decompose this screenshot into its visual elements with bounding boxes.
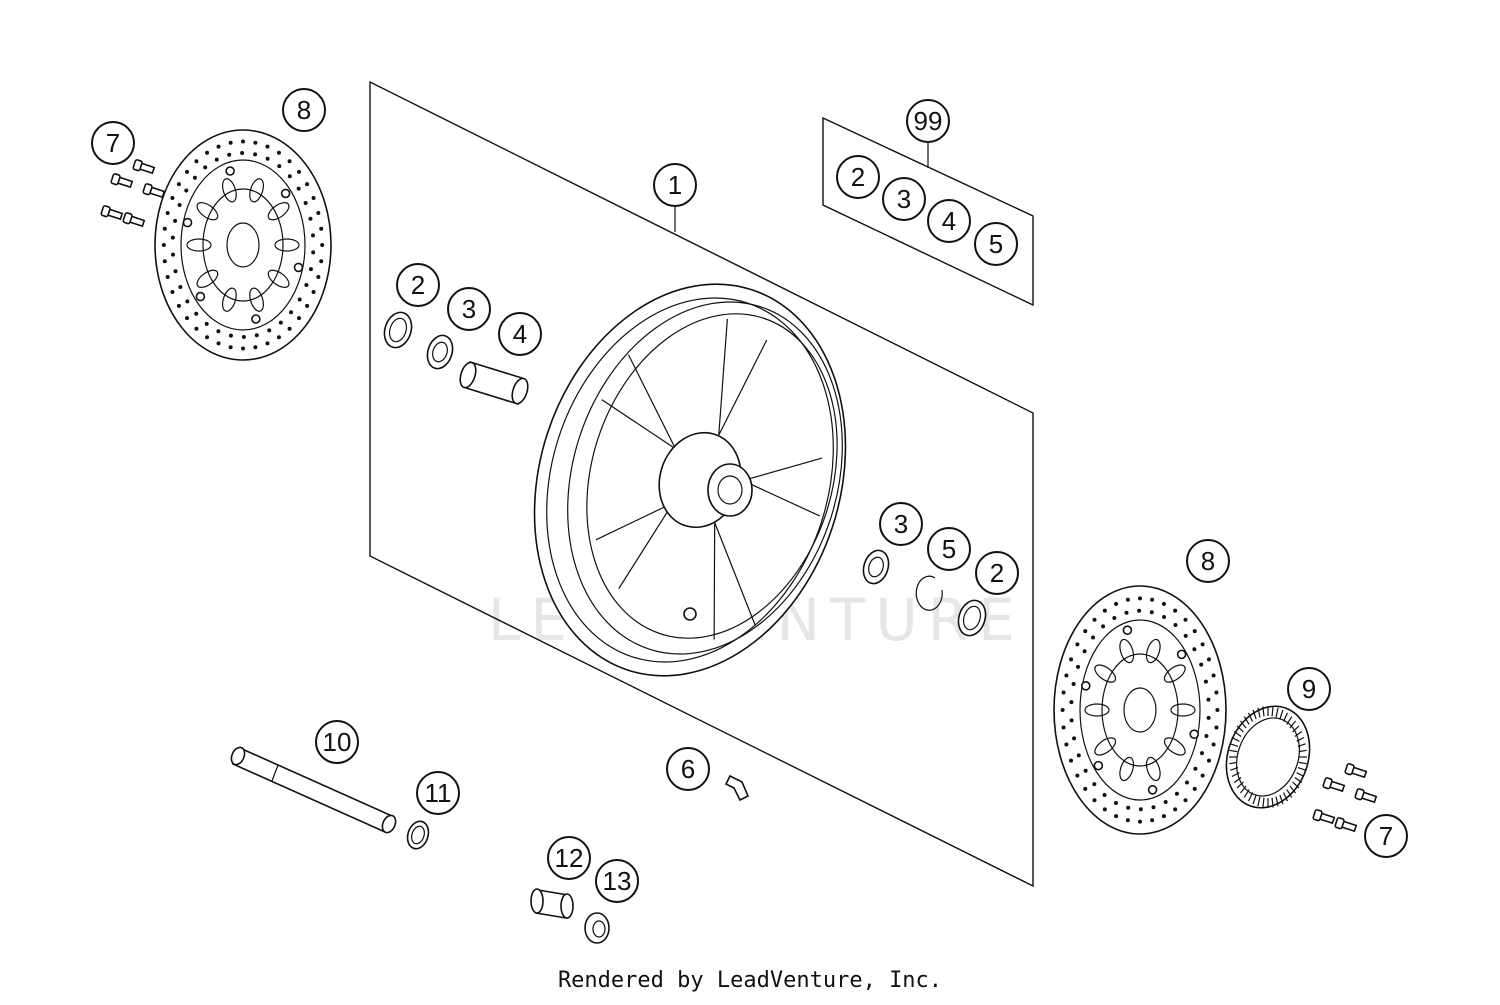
callout-13: 13 — [595, 859, 639, 903]
front-wheel — [533, 283, 847, 677]
svg-text:5: 5 — [942, 534, 956, 564]
callout-4-kit: 4 — [927, 199, 971, 243]
spacer-bush — [530, 888, 574, 919]
callout-2-kit: 2 — [836, 155, 880, 199]
svg-text:1: 1 — [668, 170, 682, 200]
callout-4-left: 4 — [498, 312, 542, 356]
callout-3-right: 3 — [879, 502, 923, 546]
svg-text:5: 5 — [989, 229, 1003, 259]
right-brake-disc — [1053, 585, 1227, 835]
wheel-assembly-frame — [369, 80, 1034, 888]
svg-text:7: 7 — [106, 128, 120, 158]
svg-text:2: 2 — [851, 162, 865, 192]
callout-12: 12 — [547, 836, 591, 880]
tire-valve — [724, 774, 750, 802]
callout-7-left: 7 — [91, 121, 135, 165]
callout-99: 99 — [906, 99, 950, 143]
callout-6: 6 — [666, 747, 710, 791]
svg-text:3: 3 — [462, 294, 476, 324]
svg-text:3: 3 — [894, 509, 908, 539]
svg-text:10: 10 — [323, 727, 352, 757]
axle-spacer — [406, 820, 430, 850]
left-bearing — [426, 334, 454, 370]
callout-5-kit: 5 — [974, 222, 1018, 266]
repair-kit-frame — [822, 116, 1034, 307]
circlip — [915, 575, 943, 611]
callout-3-left: 3 — [447, 287, 491, 331]
callout-11: 11 — [416, 771, 460, 815]
right-disc-bolts — [1312, 763, 1378, 833]
svg-text:99: 99 — [914, 106, 943, 136]
svg-text:4: 4 — [942, 206, 956, 236]
svg-text:13: 13 — [603, 866, 632, 896]
leader-lines — [674, 142, 929, 232]
callout-7-right: 7 — [1364, 814, 1408, 858]
svg-text:9: 9 — [1302, 674, 1316, 704]
callout-2-right: 2 — [975, 551, 1019, 595]
callout-9: 9 — [1287, 667, 1331, 711]
abs-sensor-ring — [1225, 705, 1311, 809]
callout-5-right: 5 — [927, 527, 971, 571]
svg-text:8: 8 — [297, 95, 311, 125]
spacer-sleeve — [459, 360, 529, 406]
axle-cap — [584, 912, 610, 944]
callout-3-kit: 3 — [882, 177, 926, 221]
svg-text:6: 6 — [681, 754, 695, 784]
svg-text:12: 12 — [555, 843, 584, 873]
right-seal-ring — [957, 599, 987, 637]
left-seal-ring — [383, 311, 413, 349]
svg-text:3: 3 — [897, 184, 911, 214]
svg-text:2: 2 — [411, 270, 425, 300]
svg-text:8: 8 — [1201, 546, 1215, 576]
svg-text:2: 2 — [990, 558, 1004, 588]
svg-text:11: 11 — [425, 778, 452, 808]
wheel-axle — [230, 746, 397, 834]
callout-10: 10 — [315, 720, 359, 764]
callout-8-left: 8 — [282, 88, 326, 132]
svg-text:7: 7 — [1379, 821, 1393, 851]
footer-credit: Rendered by LeadVenture, Inc. — [557, 968, 943, 993]
left-brake-disc — [154, 129, 332, 361]
svg-text:4: 4 — [513, 319, 527, 349]
callout-2-left: 2 — [396, 263, 440, 307]
callout-8-right: 8 — [1186, 539, 1230, 583]
callout-1: 1 — [653, 163, 697, 207]
right-bearing — [862, 549, 890, 585]
left-disc-bolts — [100, 159, 166, 228]
